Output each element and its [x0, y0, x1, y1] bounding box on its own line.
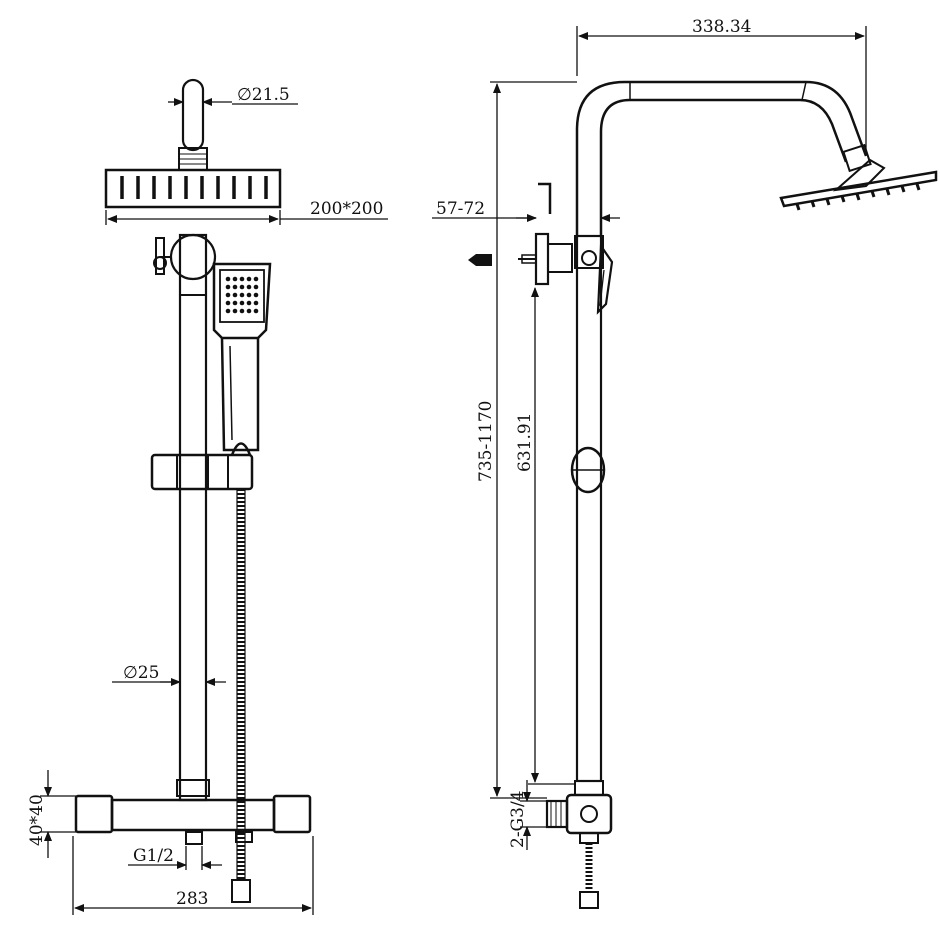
label-rail-diameter: ∅25 [123, 663, 159, 683]
label-head-pipe-diameter: ∅21.5 [237, 85, 290, 105]
wall-bracket-icon [468, 182, 573, 286]
slider-bracket [150, 453, 254, 491]
head-connector-pipe [178, 78, 208, 171]
thermostatic-valve [74, 779, 312, 845]
diverter-valve [545, 780, 613, 844]
dim-diverter-thread: 2-G3/4 [508, 780, 547, 850]
dim-total-height: 735-1170 [476, 81, 577, 799]
label-inlet-thread: G1/2 [133, 846, 174, 866]
dim-arm-reach: 338.34 [576, 17, 867, 150]
label-valve-width: 283 [176, 889, 208, 909]
dim-rail-height: 631.91 [515, 287, 575, 785]
label-wall-offset: 57-72 [436, 199, 485, 219]
shower-head-icon [104, 168, 282, 209]
dim-valve-section: 40*40 [27, 770, 76, 858]
hand-shower-nozzles [225, 276, 259, 314]
hand-shower-icon [212, 262, 272, 456]
dim-valve-width: 283 [72, 836, 314, 915]
hose-icon [231, 489, 251, 903]
label-rail-height: 631.91 [515, 413, 535, 472]
slide-rail [153, 233, 217, 802]
dim-wall-offset: 57-72 [432, 199, 620, 222]
overhead-arm [575, 80, 872, 236]
label-valve-section: 40*40 [27, 794, 47, 846]
side-hose-icon [579, 843, 599, 909]
side-shower-head-icon [779, 158, 938, 211]
label-head-size: 200*200 [310, 199, 383, 219]
side-rail [570, 234, 614, 783]
dim-head-size: 200*200 [105, 199, 388, 225]
dim-rail-diameter: ∅25 [112, 663, 226, 686]
side-view: 338.34 57-72 735-1170 631.91 [432, 17, 938, 909]
label-total-height: 735-1170 [476, 401, 496, 482]
label-arm-reach: 338.34 [692, 17, 751, 37]
dim-head-pipe-diameter: ∅21.5 [168, 85, 298, 106]
dim-inlet-thread: G1/2 [128, 846, 222, 870]
front-view: ∅21.5 200*200 ∅25 40*40 [27, 78, 388, 915]
label-diverter-thread: 2-G3/4 [508, 791, 528, 849]
